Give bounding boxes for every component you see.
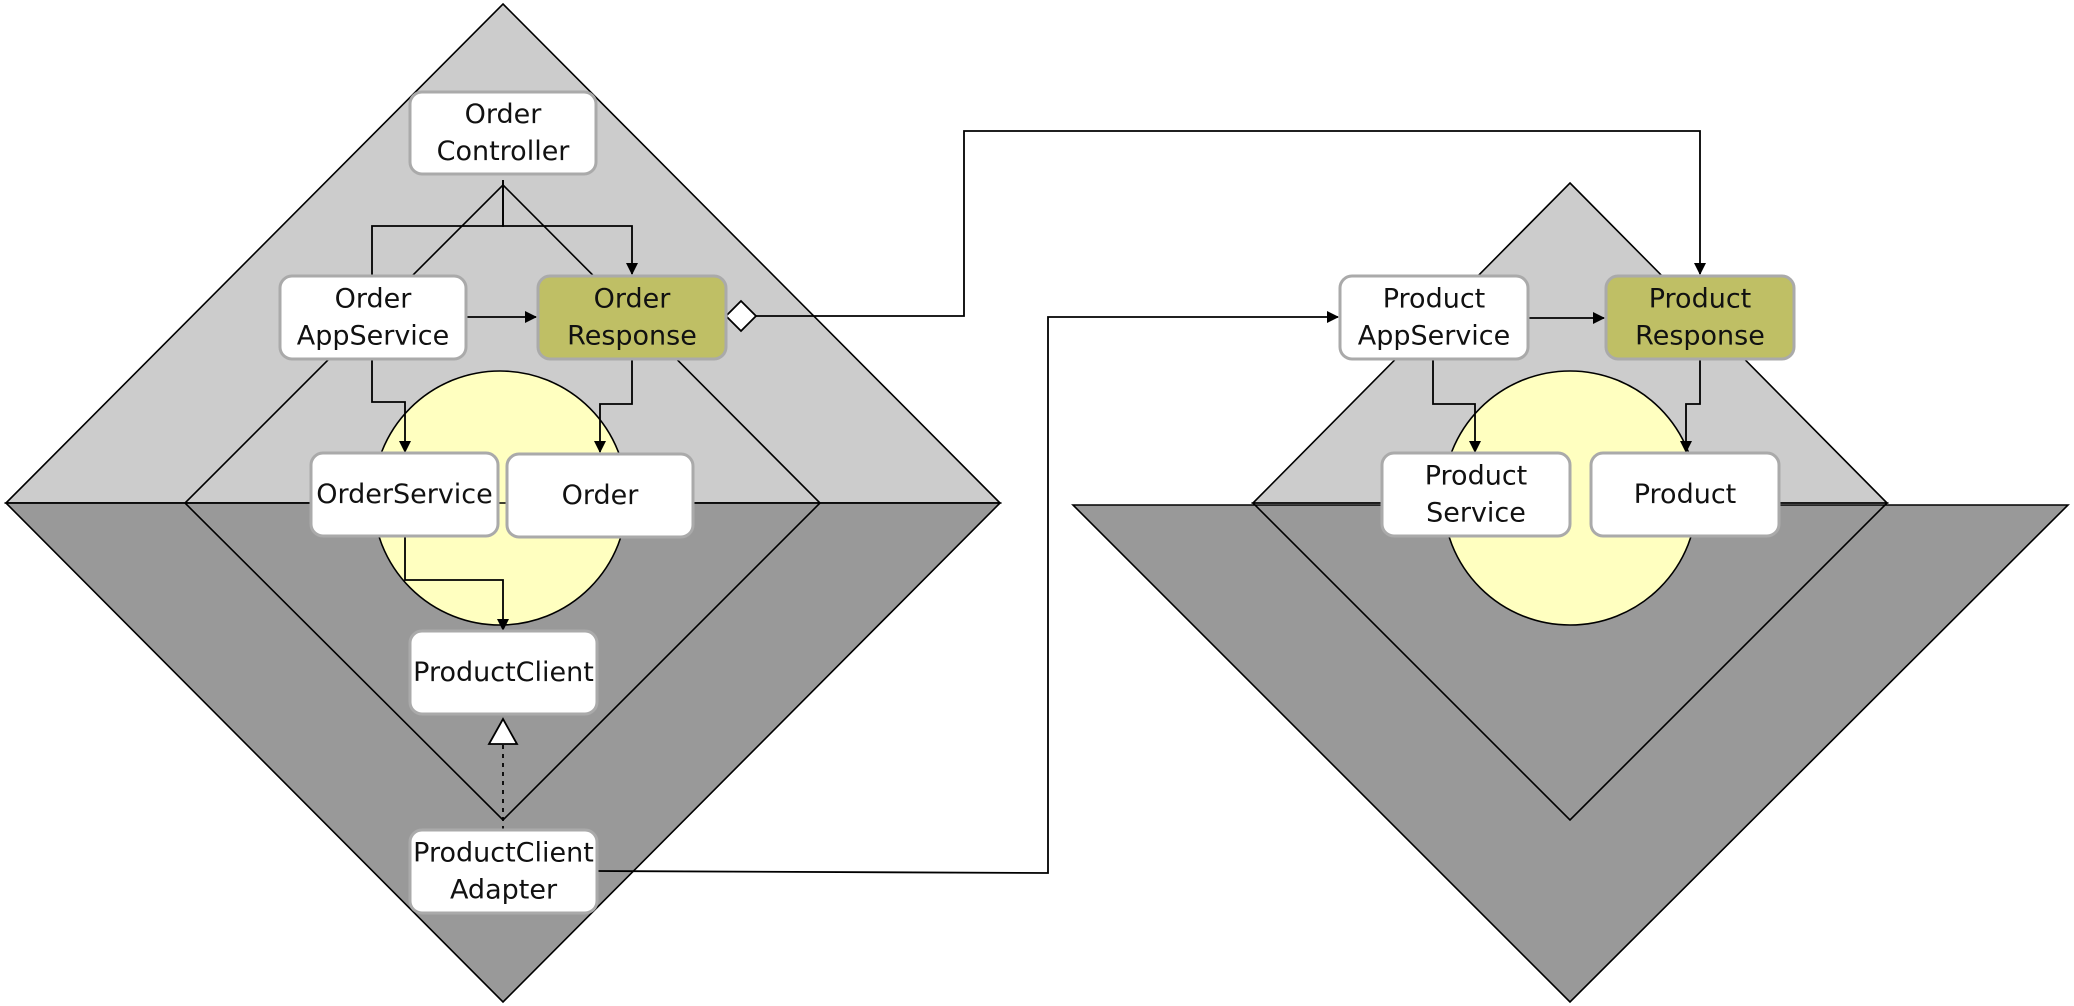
order-box: [505, 452, 695, 539]
product-service-label: Service: [1426, 498, 1526, 529]
product-response-box: [1604, 274, 1796, 361]
nodes: OrderControllerOrderAppServiceOrderRespo…: [278, 90, 1796, 915]
edge-productresponse-to-product: [1680, 359, 1701, 453]
product-client-box: [408, 629, 599, 716]
product-response-label: Response: [1635, 321, 1765, 352]
edge-orderresponse-to-order: [594, 359, 633, 453]
order-appservice-box: [278, 274, 468, 361]
order-service-box: [309, 451, 500, 538]
product-box: [1589, 451, 1781, 538]
edge-orderservice-to-productclient: [404, 536, 509, 631]
aggregation-diamond: [724, 299, 758, 333]
product-client-node: ProductClient: [408, 629, 599, 716]
order-hexagon: [4, 2, 1002, 1004]
product-client-adapter-box: [408, 828, 599, 915]
product-client-label: ProductClient: [413, 657, 594, 688]
edge-appservice-to-orderservice: [371, 359, 411, 453]
product-label: Product: [1634, 479, 1737, 510]
product-service-box: [1380, 451, 1572, 538]
order-appservice-label: Order: [335, 284, 413, 315]
product-appservice-label: Product: [1383, 284, 1486, 315]
order-response-box: [536, 274, 728, 361]
order-controller-label: Controller: [437, 136, 571, 167]
edge-orderresponse-to-productresponse: [756, 130, 1706, 317]
edge-product-appservice-to-productservice: [1432, 359, 1481, 453]
product-hexagon: [1071, 181, 2070, 1004]
realization-triangle: [487, 717, 519, 745]
order-service-node: OrderService: [309, 451, 500, 538]
order-response-label: Order: [594, 284, 672, 315]
product-client-adapter-label: ProductClient: [413, 838, 594, 869]
product-appservice-label: AppService: [1358, 321, 1511, 352]
order-controller-box: [408, 90, 598, 176]
product-service-label: Product: [1425, 461, 1528, 492]
connectors: [371, 130, 1706, 874]
order-appservice-label: AppService: [297, 321, 450, 352]
product-response-label: Product: [1649, 284, 1752, 315]
product-appservice-box: [1338, 274, 1530, 361]
product-client-adapter-label: Adapter: [450, 875, 558, 906]
order-response-label: Response: [567, 321, 697, 352]
order-label: Order: [562, 480, 640, 511]
order-node: Order: [505, 452, 695, 539]
order-service-label: OrderService: [316, 479, 493, 510]
edge-controller-to-orderresponse: [502, 180, 638, 275]
product-node: Product: [1589, 451, 1781, 538]
order-controller-label: Order: [465, 99, 543, 130]
edge-adapter-to-product-appservice: [596, 311, 1339, 874]
